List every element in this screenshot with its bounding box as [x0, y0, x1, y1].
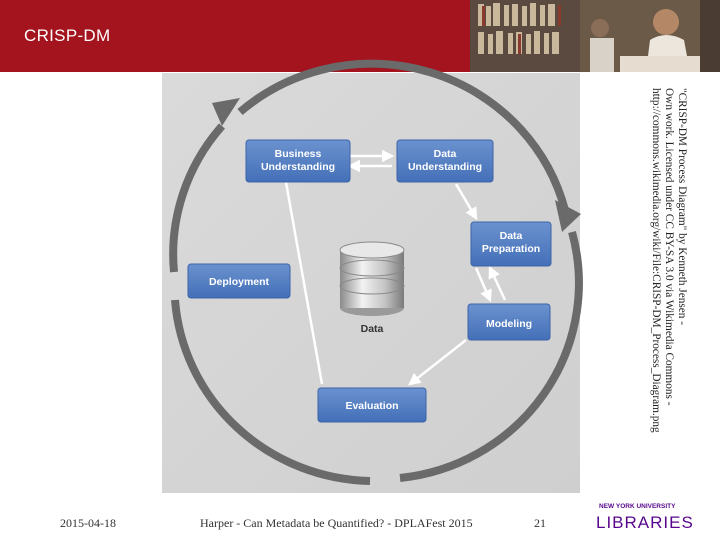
- phase-modeling: Modeling: [468, 304, 550, 340]
- phase-business-understanding: Business Understanding: [246, 140, 350, 182]
- footer-date: 2015-04-18: [60, 516, 116, 531]
- phase-data-preparation: Data Preparation: [471, 222, 551, 266]
- phase-label: Preparation: [482, 243, 540, 255]
- phase-label: Business: [275, 148, 322, 160]
- page-number: 21: [534, 516, 546, 531]
- attribution-line: "CRISP-DM Process Diagram" by Kenneth Je…: [675, 88, 688, 488]
- phase-evaluation: Evaluation: [318, 388, 426, 422]
- footer-title: Harper - Can Metadata be Quantified? - D…: [200, 516, 473, 531]
- phase-label: Understanding: [408, 161, 482, 173]
- phase-label: Data: [434, 148, 457, 160]
- database-icon: [340, 242, 404, 316]
- phase-deployment: Deployment: [188, 264, 290, 298]
- phase-label: Evaluation: [345, 400, 398, 412]
- phase-label: Modeling: [486, 318, 532, 330]
- data-label: Data: [361, 323, 384, 335]
- logo-line2: LIBRARIES: [596, 513, 694, 532]
- attribution-line: Own work. Licensed under CC BY-SA 3.0 vi…: [662, 88, 675, 488]
- image-attribution: "CRISP-DM Process Diagram" by Kenneth Je…: [636, 88, 688, 488]
- torch-icon: NEW YORK UNIVERSITY LIBRARIES: [594, 498, 710, 534]
- phase-data-understanding: Data Understanding: [397, 140, 493, 182]
- nyu-libraries-logo: NEW YORK UNIVERSITY LIBRARIES: [594, 498, 710, 534]
- attribution-line: http://commons.wikimedia.org/wiki/File:C…: [649, 88, 662, 488]
- logo-line1: NEW YORK UNIVERSITY: [599, 503, 676, 510]
- phase-label: Deployment: [209, 276, 270, 288]
- phase-label: Understanding: [261, 161, 335, 173]
- phase-label: Data: [500, 230, 523, 242]
